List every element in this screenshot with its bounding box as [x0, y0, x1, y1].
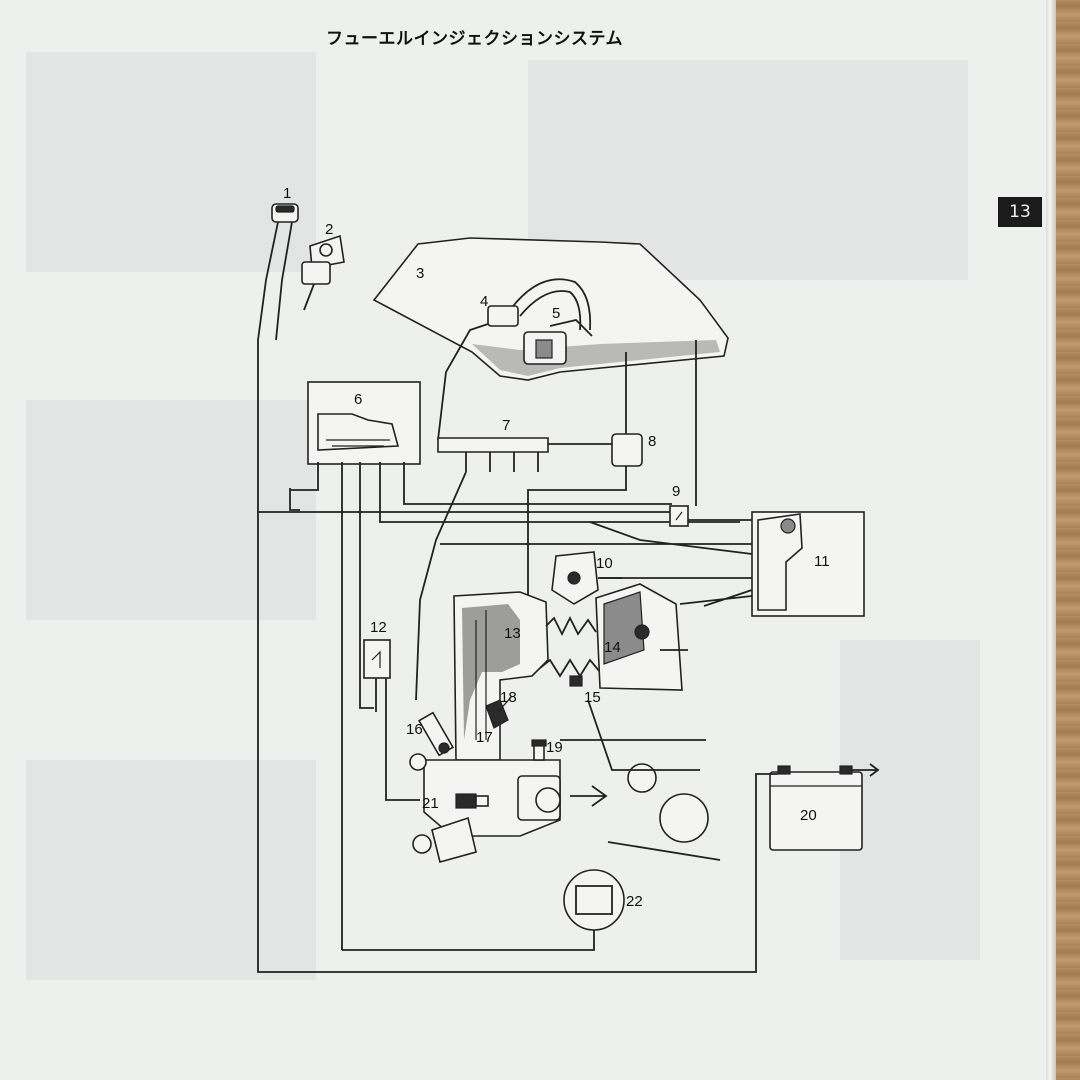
control-module-11 — [751, 511, 865, 617]
fuel-line-to-injectors — [415, 471, 467, 701]
section-tab: 13 — [998, 197, 1042, 227]
wire-bundle-to-module — [440, 521, 753, 607]
fuel-filler-cap — [271, 203, 299, 223]
label-18: 18 — [500, 689, 517, 706]
label-9: 9 — [672, 483, 680, 500]
control-unit — [307, 381, 421, 465]
throttle-switch — [551, 551, 599, 605]
fuel-rail — [437, 437, 612, 472]
label-1: 1 — [283, 185, 291, 202]
label-14: 14 — [604, 639, 621, 656]
fuel-injection-diagram: 1 2 3 4 5 6 7 8 9 10 11 12 13 14 15 16 1… — [257, 185, 880, 973]
label-11: 11 — [814, 553, 830, 570]
intake-manifold — [453, 591, 549, 761]
label-20: 20 — [800, 807, 817, 824]
label-5: 5 — [552, 305, 560, 322]
fuel-filler-neck-inner — [275, 221, 293, 341]
auxiliary-air-valve — [485, 695, 513, 729]
tank-vent-valve — [301, 234, 345, 311]
wire-control-unit-left — [289, 462, 319, 511]
fuel-pump — [523, 319, 593, 365]
label-4: 4 — [480, 293, 488, 310]
label-15: 15 — [584, 689, 601, 706]
fuel-filler-neck — [257, 221, 279, 512]
wire-thermo-switch — [375, 678, 420, 801]
block-outline-right — [560, 699, 706, 771]
air-temperature-sensor — [569, 675, 583, 687]
battery-ground-wire — [257, 512, 778, 973]
page-edge — [1046, 0, 1056, 1080]
label-21: 21 — [422, 795, 439, 812]
label-10: 10 — [596, 555, 613, 572]
label-7: 7 — [502, 417, 510, 434]
label-13: 13 — [504, 625, 521, 642]
label-22: 22 — [626, 893, 643, 910]
coolant-temp-sensor — [531, 739, 547, 761]
show-through-block-left-mid — [26, 400, 316, 620]
show-through-block-left-top — [26, 52, 316, 272]
fuel-return-loop-inner — [519, 290, 582, 331]
spark-plug — [455, 793, 489, 809]
label-2: 2 — [325, 221, 333, 238]
show-through-block-right-bottom — [840, 640, 980, 960]
callout-labels: 1 2 3 4 5 6 7 8 9 10 11 12 13 14 15 16 1… — [283, 185, 830, 910]
manual-page: フューエルインジェクションシステム 13 — [0, 0, 1046, 1080]
fuel-return-loop — [509, 278, 592, 331]
show-through-block-left-bottom — [26, 760, 316, 980]
intake-bellows-lower — [539, 658, 601, 678]
battery — [769, 763, 880, 851]
label-8: 8 — [648, 433, 656, 450]
ignition-distributor — [342, 869, 625, 951]
crankshaft — [607, 763, 721, 861]
label-16: 16 — [406, 721, 423, 738]
relay-9 — [669, 505, 689, 527]
thermo-switch-12 — [363, 639, 391, 679]
wire-control-unit-right — [403, 462, 672, 505]
fuel-feed-line — [437, 319, 501, 441]
label-3: 3 — [416, 265, 424, 282]
pressure-regulator — [527, 352, 643, 600]
fuel-filter — [487, 305, 519, 327]
label-19: 19 — [546, 739, 563, 756]
intake-bellows — [545, 615, 597, 637]
label-12: 12 — [370, 619, 387, 636]
engine-lower-left — [409, 753, 477, 863]
wire-control-unit-down — [341, 462, 740, 950]
page-title: フューエルインジェクションシステム — [326, 29, 623, 49]
label-17: 17 — [476, 729, 493, 746]
injector-16 — [417, 711, 455, 757]
air-flow-meter — [595, 583, 688, 691]
engine-cylinder — [423, 759, 608, 837]
label-6: 6 — [354, 391, 362, 408]
